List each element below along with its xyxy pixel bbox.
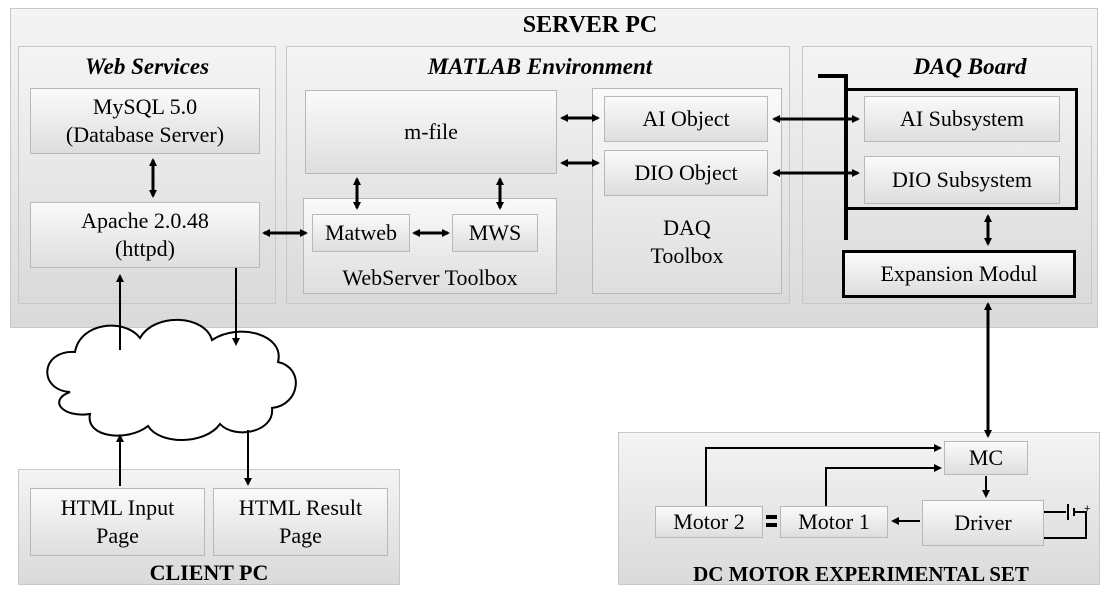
web-services-title: Web Services (84, 54, 210, 79)
dio-object-box: DIO Object (604, 150, 768, 196)
webserver-toolbox-label: WebServer Toolbox (342, 265, 518, 290)
daq-board-title: DAQ Board (913, 54, 1027, 79)
apache-box: Apache 2.0.48 (httpd) (30, 202, 260, 268)
matweb-box: Matweb (312, 214, 410, 252)
mfile-box: m-file (305, 90, 557, 174)
ai-subsystem-box: AI Subsystem (864, 96, 1060, 142)
mysql-box: MySQL 5.0 (Database Server) (30, 88, 260, 154)
mc-box: MC (944, 441, 1028, 475)
dio-subsystem-box: DIO Subsystem (864, 156, 1060, 204)
motor-1-box: Motor 1 (780, 506, 888, 538)
mws-box: MWS (452, 214, 538, 252)
client-pc-title: CLIENT PC (149, 560, 269, 585)
internet-label: Internet (151, 378, 229, 403)
motor-2-box: Motor 2 (655, 506, 763, 538)
driver-box: Driver (922, 500, 1044, 546)
daq-toolbox-label: DAQ Toolbox (650, 215, 724, 268)
server-pc-title: SERVER PC (522, 12, 658, 38)
html-input-page-box: HTML Input Page (30, 488, 205, 556)
motor-set-title: DC MOTOR EXPERIMENTAL SET (693, 562, 1029, 586)
daq-board-frame (846, 88, 1078, 210)
expansion-modul-box: Expansion Modul (842, 250, 1076, 298)
html-result-page-box: HTML Result Page (213, 488, 388, 556)
ai-object-box: AI Object (604, 96, 768, 142)
matlab-environment-title: MATLAB Environment (427, 54, 653, 79)
